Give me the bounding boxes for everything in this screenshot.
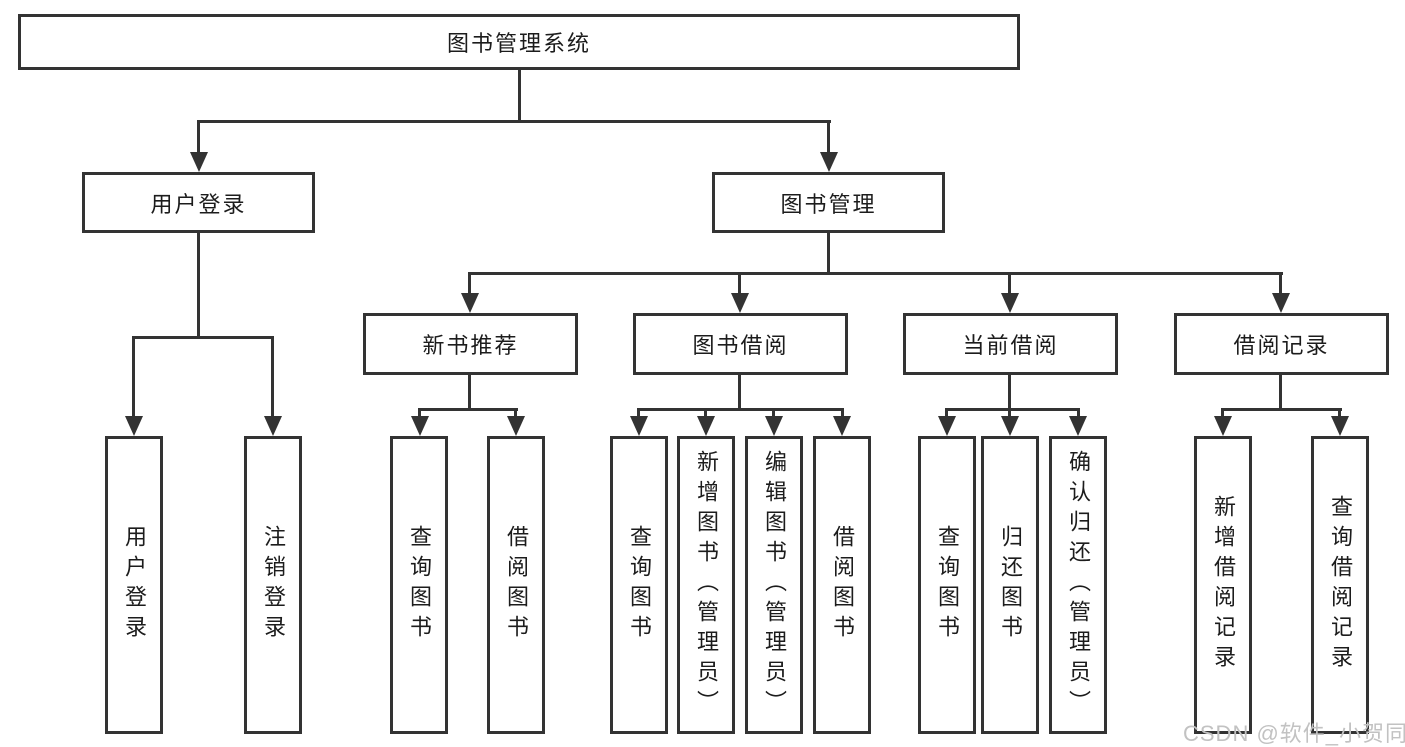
- node-user-login: 用户登录: [82, 172, 315, 233]
- node-book-management: 图书管理: [712, 172, 945, 233]
- arrow-down-icon: [731, 293, 749, 313]
- connector-line: [1008, 272, 1011, 295]
- connector-line: [132, 336, 274, 339]
- leaf-add-book-admin: 新增图书（管理员）: [677, 436, 735, 734]
- connector-line: [514, 408, 517, 418]
- connector-line: [1279, 272, 1282, 295]
- connector-line: [132, 336, 135, 418]
- arrow-down-icon: [264, 416, 282, 436]
- watermark: CSDN @软件_小贺同学: [1183, 721, 1405, 746]
- connector-line: [827, 233, 830, 272]
- connector-line: [945, 408, 948, 418]
- arrow-down-icon: [1069, 416, 1087, 436]
- connector-line: [418, 408, 421, 418]
- connector-line: [738, 272, 741, 295]
- leaf-add-borrow-record: 新增借阅记录: [1194, 436, 1252, 734]
- leaf-edit-book-admin: 编辑图书（管理员）: [745, 436, 803, 734]
- connector-line: [468, 272, 1283, 275]
- leaf-query-book-borrowing: 查询图书: [610, 436, 668, 734]
- arrow-down-icon: [190, 152, 208, 172]
- connector-line: [1338, 408, 1341, 418]
- arrow-down-icon: [461, 293, 479, 313]
- connector-line: [1221, 408, 1224, 418]
- connector-line: [945, 408, 1080, 411]
- leaf-query-book-current: 查询图书: [918, 436, 976, 734]
- leaf-query-borrow-record: 查询借阅记录: [1311, 436, 1369, 734]
- connector-line: [1279, 375, 1282, 408]
- arrow-down-icon: [125, 416, 143, 436]
- arrow-down-icon: [1001, 416, 1019, 436]
- node-book-borrowing: 图书借阅: [633, 313, 848, 375]
- connector-line: [772, 408, 775, 418]
- connector-line: [1008, 375, 1011, 408]
- leaf-query-book-recommend: 查询图书: [390, 436, 448, 734]
- connector-line: [518, 70, 521, 120]
- connector-line: [271, 336, 274, 418]
- arrow-down-icon: [507, 416, 525, 436]
- connector-line: [1008, 408, 1011, 418]
- arrow-down-icon: [630, 416, 648, 436]
- connector-line: [827, 120, 830, 154]
- connector-line: [637, 408, 844, 411]
- connector-line: [841, 408, 844, 418]
- connector-line: [468, 375, 471, 408]
- leaf-return-book: 归还图书: [981, 436, 1039, 734]
- connector-line: [637, 408, 640, 418]
- node-new-book-recommendation: 新书推荐: [363, 313, 578, 375]
- leaf-borrow-book: 借阅图书: [813, 436, 871, 734]
- arrow-down-icon: [820, 152, 838, 172]
- connector-line: [1221, 408, 1342, 411]
- connector-line: [197, 120, 200, 154]
- connector-line: [418, 408, 518, 411]
- arrow-down-icon: [1331, 416, 1349, 436]
- leaf-logout: 注销登录: [244, 436, 302, 734]
- connector-line: [738, 375, 741, 408]
- node-borrowing-records: 借阅记录: [1174, 313, 1389, 375]
- connector-line: [468, 272, 471, 295]
- leaf-confirm-return-admin: 确认归还（管理员）: [1049, 436, 1107, 734]
- node-current-borrowing: 当前借阅: [903, 313, 1118, 375]
- connector-line: [197, 120, 831, 123]
- arrow-down-icon: [938, 416, 956, 436]
- arrow-down-icon: [1214, 416, 1232, 436]
- connector-line: [704, 408, 707, 418]
- connector-line: [1077, 408, 1080, 418]
- arrow-down-icon: [697, 416, 715, 436]
- arrow-down-icon: [411, 416, 429, 436]
- leaf-user-login: 用户登录: [105, 436, 163, 734]
- arrow-down-icon: [1001, 293, 1019, 313]
- leaf-borrow-book-recommend: 借阅图书: [487, 436, 545, 734]
- connector-line: [197, 233, 200, 336]
- arrow-down-icon: [833, 416, 851, 436]
- arrow-down-icon: [765, 416, 783, 436]
- arrow-down-icon: [1272, 293, 1290, 313]
- node-library-management-system: 图书管理系统: [18, 14, 1020, 70]
